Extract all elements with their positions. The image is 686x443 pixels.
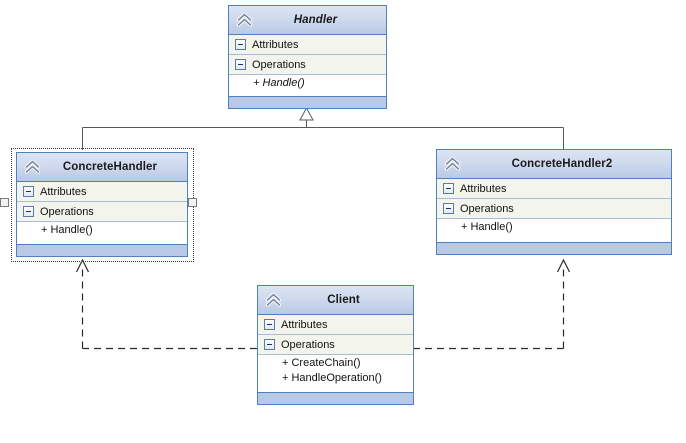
class-name-concretehandler: ConcreteHandler xyxy=(62,161,158,173)
class-header-client[interactable]: Client xyxy=(258,286,413,315)
section-label-attributes: Attributes xyxy=(281,318,328,331)
section-label-operations: Operations xyxy=(460,202,514,215)
section-operations-concretehandler[interactable]: Operations xyxy=(17,202,187,222)
minus-box-icon[interactable] xyxy=(264,339,275,350)
member-item[interactable]: + HandleOperation() xyxy=(282,372,382,384)
class-box-client[interactable]: Client Attributes Operations + CreateCha… xyxy=(257,285,414,405)
member-list-concretehandler2: + Handle() xyxy=(437,219,671,242)
member-list-concretehandler: + Handle() xyxy=(17,222,187,244)
member-item[interactable]: + Handle() xyxy=(41,224,93,236)
class-footer-client xyxy=(258,392,413,404)
double-chevron-up-icon[interactable] xyxy=(444,156,461,173)
resize-handle-right[interactable] xyxy=(188,198,197,207)
section-attributes-handler[interactable]: Attributes xyxy=(229,35,386,55)
section-label-attributes: Attributes xyxy=(40,185,87,198)
class-name-handler: Handler xyxy=(293,14,338,26)
section-operations-concretehandler2[interactable]: Operations xyxy=(437,199,671,219)
member-item[interactable]: + Handle() xyxy=(461,221,513,233)
class-header-concretehandler[interactable]: ConcreteHandler xyxy=(17,153,187,182)
minus-box-icon[interactable] xyxy=(264,319,275,330)
double-chevron-up-icon[interactable] xyxy=(24,159,41,176)
dependency-arrowhead-concretehandler2 xyxy=(556,258,571,273)
class-box-handler[interactable]: Handler Attributes Operations + Handle() xyxy=(228,5,387,109)
section-operations-client[interactable]: Operations xyxy=(258,335,413,355)
minus-box-icon[interactable] xyxy=(235,59,246,70)
section-label-operations: Operations xyxy=(281,338,335,351)
section-attributes-concretehandler2[interactable]: Attributes xyxy=(437,179,671,199)
minus-box-icon[interactable] xyxy=(23,206,34,217)
class-name-client: Client xyxy=(327,294,360,306)
double-chevron-up-icon[interactable] xyxy=(236,12,253,29)
generalization-tree xyxy=(82,120,564,150)
section-label-operations: Operations xyxy=(252,58,306,71)
class-box-concretehandler[interactable]: ConcreteHandler Attributes Operations + … xyxy=(16,152,188,257)
section-operations-handler[interactable]: Operations xyxy=(229,55,386,75)
section-label-operations: Operations xyxy=(40,205,94,218)
member-list-client: + CreateChain() + HandleOperation() xyxy=(258,355,413,392)
member-list-handler: + Handle() xyxy=(229,75,386,96)
member-item[interactable]: + CreateChain() xyxy=(282,357,361,369)
class-footer-handler xyxy=(229,96,386,108)
class-footer-concretehandler xyxy=(17,244,187,256)
class-footer-concretehandler2 xyxy=(437,242,671,254)
class-header-handler[interactable]: Handler xyxy=(229,6,386,35)
minus-box-icon[interactable] xyxy=(443,203,454,214)
section-attributes-client[interactable]: Attributes xyxy=(258,315,413,335)
double-chevron-up-icon[interactable] xyxy=(265,292,282,309)
dependency-client-to-concretehandler xyxy=(81,266,257,350)
resize-handle-left[interactable] xyxy=(0,198,9,207)
class-name-concretehandler2: ConcreteHandler2 xyxy=(511,158,613,170)
minus-box-icon[interactable] xyxy=(23,186,34,197)
member-item[interactable]: + Handle() xyxy=(253,77,305,89)
section-label-attributes: Attributes xyxy=(460,182,507,195)
section-attributes-concretehandler[interactable]: Attributes xyxy=(17,182,187,202)
generalization-arrowhead-handler xyxy=(299,106,314,121)
minus-box-icon[interactable] xyxy=(235,39,246,50)
dependency-client-to-concretehandler2 xyxy=(413,266,565,350)
class-header-concretehandler2[interactable]: ConcreteHandler2 xyxy=(437,150,671,179)
minus-box-icon[interactable] xyxy=(443,183,454,194)
class-box-concretehandler2[interactable]: ConcreteHandler2 Attributes Operations +… xyxy=(436,149,672,255)
section-label-attributes: Attributes xyxy=(252,38,299,51)
